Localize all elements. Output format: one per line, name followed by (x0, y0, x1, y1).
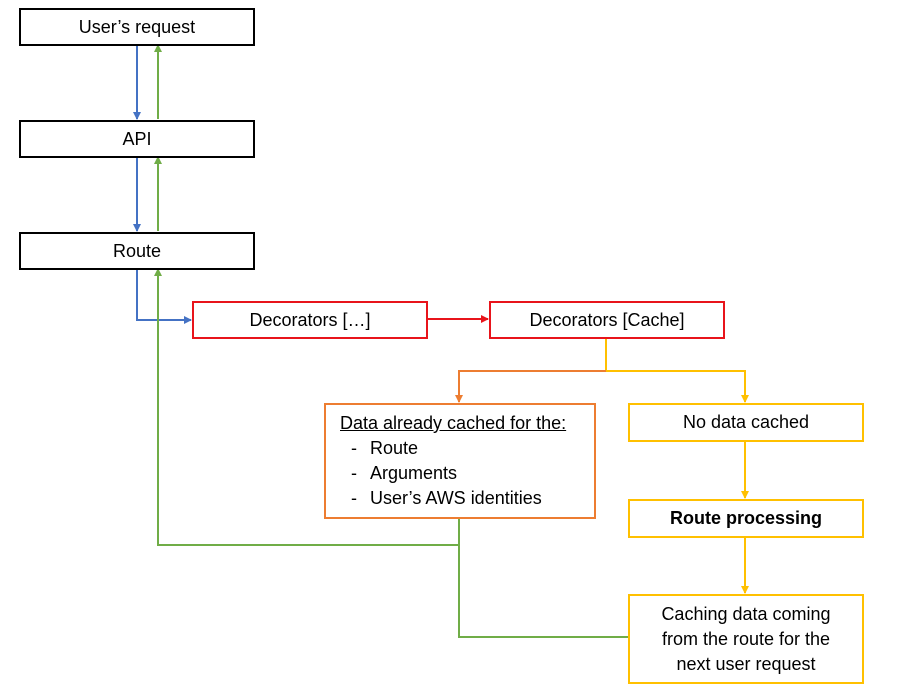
cached-data-item-route: Route (370, 438, 419, 458)
users-request-box: User’s request (19, 8, 255, 46)
route-processing-box: Route processing (628, 499, 864, 538)
cached-data-list: -Route -Arguments -User’s AWS identities (338, 436, 542, 511)
users-request-label: User’s request (78, 16, 196, 37)
cached-data-item: -User’s AWS identities (338, 486, 542, 511)
arrow-cached-return-to-route (154, 268, 460, 546)
decorators-generic-box: Decorators […] (192, 301, 428, 339)
line-caching-to-return (458, 545, 628, 638)
arrow-to-cached-data (455, 370, 606, 403)
cached-data-item: -Arguments (338, 461, 542, 486)
cached-data-item: -Route (338, 436, 542, 461)
cached-data-heading: Data already cached for the: (340, 413, 567, 433)
no-data-cached-box: No data cached (628, 403, 864, 442)
cached-data-box: Data already cached for the: -Route -Arg… (324, 403, 596, 519)
route-processing-label: Route processing (669, 508, 823, 528)
cached-data-item-identities: User’s AWS identities (370, 488, 542, 508)
api-box: API (19, 120, 255, 158)
api-label: API (122, 128, 152, 149)
decorators-cache-box: Decorators [Cache] (489, 301, 725, 339)
decorators-generic-label: Decorators […] (249, 309, 371, 330)
route-label: Route (112, 240, 162, 261)
decorators-cache-label: Decorators [Cache] (529, 309, 685, 330)
route-box: Route (19, 232, 255, 270)
caching-data-label: Caching data coming from the route for t… (661, 603, 831, 674)
arrow-route-to-decorators (136, 269, 192, 324)
cached-data-item-arguments: Arguments (370, 463, 458, 483)
no-data-cached-label: No data cached (682, 412, 810, 432)
caching-data-box: Caching data coming from the route for t… (628, 594, 864, 684)
arrow-to-no-data-cached (606, 370, 749, 403)
